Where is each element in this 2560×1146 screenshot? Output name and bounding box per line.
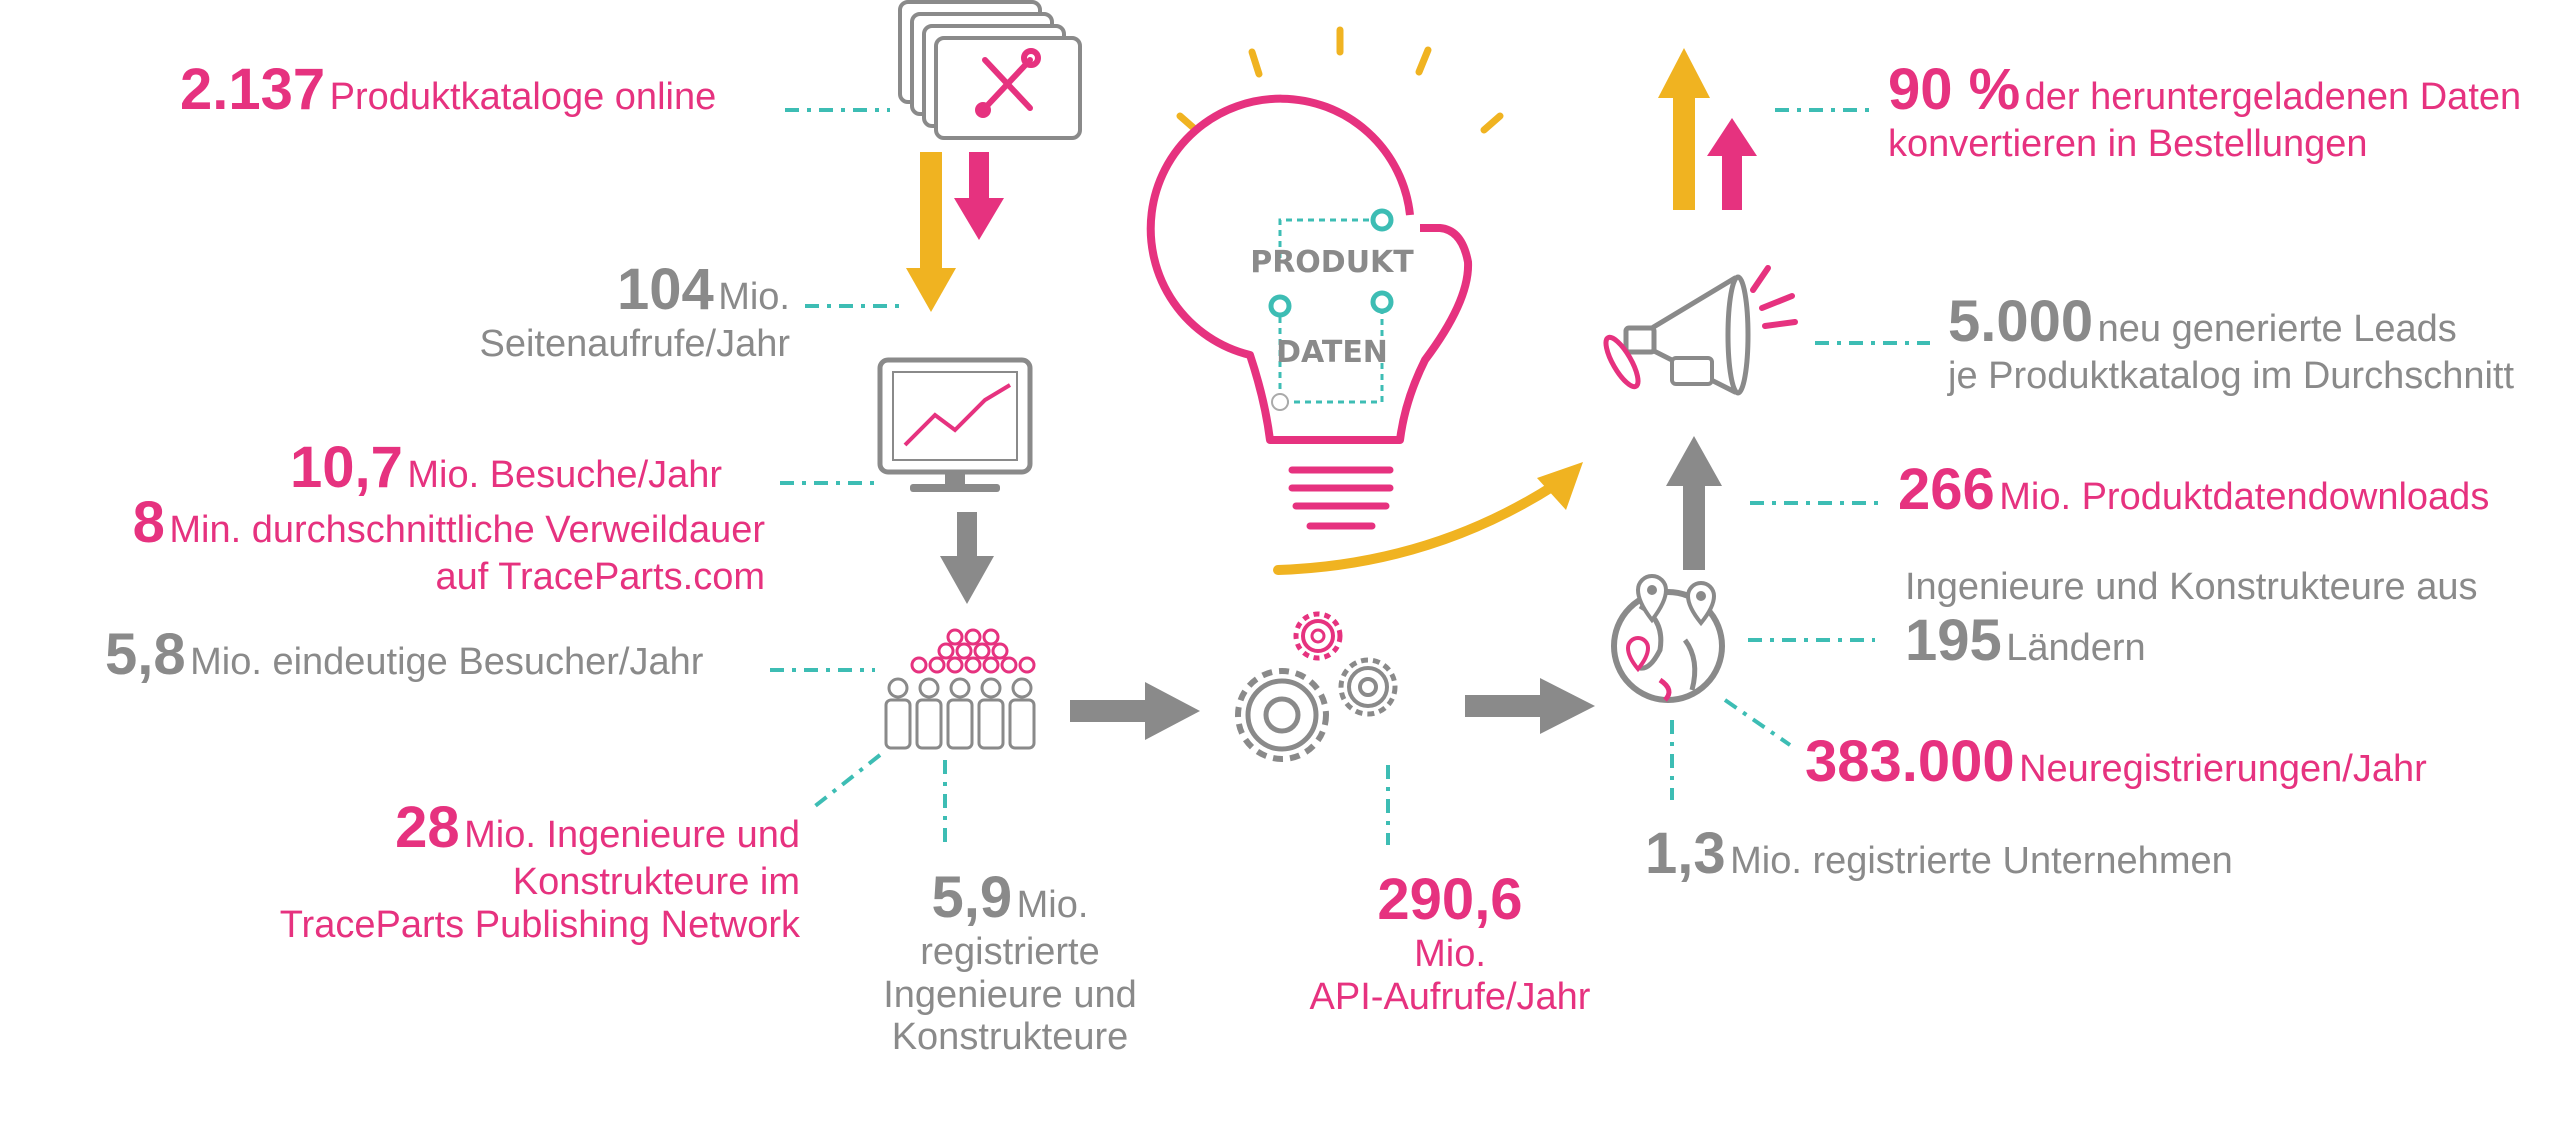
stat-registered: 5,9 Mio. registrierte Ingenieure und Kon… bbox=[850, 865, 1170, 1059]
arrow-curve-gold bbox=[1273, 462, 1583, 575]
arrow-down-pink bbox=[954, 152, 1004, 240]
stat-visits-number: 10,7 bbox=[290, 435, 403, 500]
stat-catalogs: 2.137 Produktkataloge online bbox=[180, 57, 717, 123]
connector-newreg bbox=[1723, 698, 1792, 747]
arrow-down-gray bbox=[940, 512, 994, 604]
stat-countries-text: Ingenieure und Konstrukteure aus bbox=[1905, 566, 2478, 608]
stat-leads: 5.000 neu generierte Leads je Produktkat… bbox=[1948, 289, 2515, 398]
arrow-down-gold bbox=[906, 152, 956, 312]
stat-leads-number: 5.000 bbox=[1948, 289, 2094, 354]
stat-pageviews-number: 104 bbox=[616, 257, 714, 322]
stat-dwell-text2: auf TraceParts.com bbox=[435, 555, 765, 598]
stat-visits-text: Mio. Besuche/Jahr bbox=[407, 454, 723, 496]
stat-registered-number: 5,9 bbox=[931, 865, 1013, 930]
stat-conversion: 90 % der heruntergeladenen Daten konvert… bbox=[1888, 57, 2522, 166]
stat-visits: 10,7 Mio. Besuche/Jahr bbox=[290, 435, 723, 501]
arrow-up-gray bbox=[1666, 436, 1722, 570]
stat-newreg-text: Neuregistrierungen/Jahr bbox=[2019, 748, 2427, 790]
stat-downloads-text: Mio. Produktdatendownloads bbox=[1999, 476, 2490, 518]
stat-conversion-text: der heruntergeladenen Daten bbox=[2024, 76, 2522, 118]
stat-pageviews-text: Seitenaufrufe/Jahr bbox=[479, 322, 790, 365]
bulb-label-produkt: PRODUKT bbox=[1250, 245, 1414, 280]
stat-leads-text2: je Produktkatalog im Durchschnitt bbox=[1948, 354, 2515, 397]
stat-pageviews: 104 Mio. Seitenaufrufe/Jahr bbox=[400, 257, 790, 366]
stat-companies: 1,3 Mio. registrierte Unternehmen bbox=[1645, 821, 2233, 887]
arrow-up-gold bbox=[1658, 48, 1710, 210]
arrow-right-2 bbox=[1465, 678, 1595, 734]
connector-network bbox=[808, 753, 882, 812]
stat-companies-text: Mio. registrierte Unternehmen bbox=[1730, 840, 2233, 882]
stat-conversion-text2: konvertieren in Bestellungen bbox=[1888, 122, 2368, 165]
stat-unique-number: 5,8 bbox=[105, 622, 186, 687]
stat-dwell-text: Min. durchschnittliche Verweildauer bbox=[169, 509, 765, 551]
stat-dwell: 8 Min. durchschnittliche Verweildauer au… bbox=[60, 490, 765, 599]
crowd-icon bbox=[884, 628, 1036, 750]
stat-countries: Ingenieure und Konstrukteure aus 195 Län… bbox=[1905, 566, 2478, 674]
stat-downloads: 266 Mio. Produktdatendownloads bbox=[1898, 457, 2490, 523]
stat-companies-number: 1,3 bbox=[1645, 821, 1726, 886]
stat-conversion-number: 90 % bbox=[1888, 57, 2021, 122]
stat-catalogs-text: Produktkataloge online bbox=[329, 76, 717, 118]
lightbulb-icon bbox=[1146, 26, 1504, 530]
stat-newreg: 383.000 Neuregistrierungen/Jahr bbox=[1805, 729, 2427, 795]
stat-registered-text2: registrierte bbox=[920, 930, 1100, 973]
stat-leads-text: neu generierte Leads bbox=[2097, 308, 2457, 350]
stat-api-number: 290,6 bbox=[1377, 867, 1523, 932]
monitor-chart-icon bbox=[877, 357, 1033, 492]
stat-network-text: Mio. Ingenieure und bbox=[464, 814, 800, 856]
stat-dwell-number: 8 bbox=[132, 490, 165, 555]
stat-network-text3: TraceParts Publishing Network bbox=[279, 903, 800, 946]
stat-registered-text4: Konstrukteure bbox=[891, 1016, 1129, 1059]
stat-pageviews-unit: Mio. bbox=[718, 276, 790, 318]
arrow-right-1 bbox=[1070, 682, 1200, 740]
stat-network: 28 Mio. Ingenieure und Konstrukteure im … bbox=[180, 795, 800, 946]
globe-pins-icon bbox=[1611, 574, 1725, 703]
stat-countries-text2: Ländern bbox=[2006, 626, 2146, 669]
stat-unique: 5,8 Mio. eindeutige Besucher/Jahr bbox=[105, 622, 704, 688]
stat-network-text2: Konstrukteure im bbox=[512, 860, 800, 903]
megaphone-icon bbox=[1603, 265, 1798, 396]
catalog-tools-icon bbox=[898, 0, 1082, 140]
bulb-label-daten: DATEN bbox=[1276, 335, 1388, 370]
stat-catalogs-number: 2.137 bbox=[180, 57, 326, 122]
stat-registered-text: Mio. bbox=[1016, 884, 1089, 926]
stat-network-number: 28 bbox=[395, 795, 460, 860]
stat-api: 290,6 Mio. API-Aufrufe/Jahr bbox=[1250, 867, 1650, 1018]
arrow-up-pink bbox=[1707, 118, 1757, 210]
stat-newreg-number: 383.000 bbox=[1805, 729, 2015, 794]
stat-registered-text3: Ingenieure und bbox=[883, 973, 1137, 1016]
stat-unique-text: Mio. eindeutige Besucher/Jahr bbox=[190, 641, 704, 683]
gears-icon bbox=[1235, 611, 1398, 762]
stat-api-text2: API-Aufrufe/Jahr bbox=[1309, 975, 1591, 1018]
stat-countries-number: 195 bbox=[1905, 607, 2002, 673]
stat-api-text: Mio. bbox=[1414, 932, 1486, 975]
connector-lines bbox=[770, 108, 1930, 850]
stat-downloads-number: 266 bbox=[1898, 457, 1995, 522]
